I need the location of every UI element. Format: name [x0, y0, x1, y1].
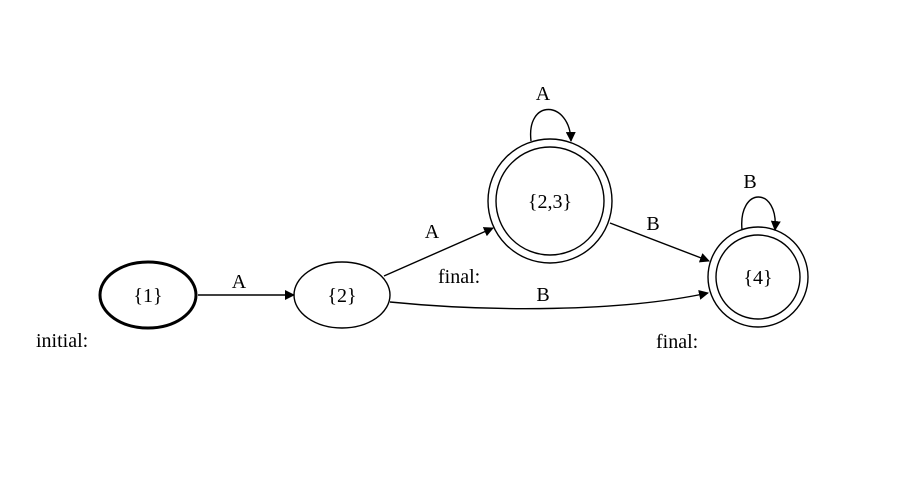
edge-label-s1-s2: A — [232, 271, 247, 293]
edge-label-s23-loop: A — [536, 83, 551, 105]
state-annotation-s4: final: — [656, 331, 698, 353]
state-label-s1: {1} — [133, 285, 162, 307]
state-annotation-s1: initial: — [36, 330, 88, 352]
edge-label-s4-loop: B — [743, 171, 756, 193]
state-node-s4: {4} — [707, 226, 809, 328]
edge-s2-s23 — [383, 227, 494, 277]
edge-label-s23-s4: B — [646, 213, 659, 235]
edge-label-s2-s23: A — [425, 221, 440, 243]
state-node-s23: {2,3} — [487, 138, 613, 264]
state-label-s4: {4} — [743, 267, 772, 289]
state-node-s1: {1} — [98, 260, 198, 330]
edge-s23-loop — [530, 108, 576, 142]
state-node-s2: {2} — [293, 261, 391, 329]
state-label-s23: {2,3} — [528, 191, 572, 213]
edge-label-s2-s4: B — [536, 284, 549, 306]
state-label-s2: {2} — [327, 285, 356, 307]
edge-s2-s4 — [389, 290, 709, 310]
edge-s23-s4 — [609, 222, 710, 263]
edge-s4-loop — [741, 196, 781, 231]
state-annotation-s23: final: — [438, 266, 480, 288]
